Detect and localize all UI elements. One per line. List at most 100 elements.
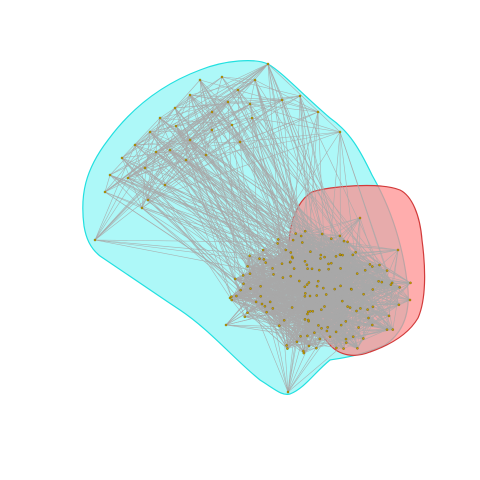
graph-node xyxy=(397,303,401,307)
graph-node xyxy=(387,314,391,318)
graph-node xyxy=(272,273,275,276)
graph-edge xyxy=(229,266,373,299)
graph-edge xyxy=(343,240,411,284)
graph-edge xyxy=(231,124,303,243)
graph-edge xyxy=(320,217,361,259)
graph-node xyxy=(304,292,307,295)
graph-edge xyxy=(261,268,329,305)
graph-node xyxy=(320,308,323,311)
graph-edge xyxy=(286,217,361,346)
graph-node xyxy=(385,328,389,331)
graph-node xyxy=(271,267,274,270)
graph-edge xyxy=(109,131,151,176)
graph-edge xyxy=(363,281,379,295)
graph-edge xyxy=(310,311,337,333)
graph-edge xyxy=(350,288,394,330)
graph-edge xyxy=(266,299,411,313)
graph-node xyxy=(271,307,275,310)
graph-node xyxy=(140,206,144,210)
graph-edge xyxy=(104,95,301,193)
graph-edge xyxy=(287,332,315,393)
graph-edge xyxy=(94,239,293,259)
graph-node xyxy=(289,260,292,264)
graph-node xyxy=(325,329,329,333)
graph-edge xyxy=(289,217,361,263)
graph-node xyxy=(319,253,323,257)
graph-node xyxy=(341,253,344,257)
graph-node xyxy=(220,75,224,79)
graph-edge xyxy=(147,99,283,201)
graph-edge xyxy=(303,254,354,352)
graph-node xyxy=(318,268,321,272)
graph-node xyxy=(339,284,342,288)
graph-edge xyxy=(386,270,411,284)
graph-edge xyxy=(155,151,266,263)
graph-edge xyxy=(249,79,256,105)
graph-edge xyxy=(300,111,319,237)
graph-edge xyxy=(225,324,315,333)
graph-edge xyxy=(314,332,344,349)
graph-node xyxy=(163,183,167,187)
graph-node xyxy=(168,148,172,152)
graph-node xyxy=(299,234,303,238)
graph-node xyxy=(266,62,270,66)
graph-node xyxy=(309,250,312,253)
graph-edge xyxy=(121,157,323,235)
graph-edge xyxy=(277,243,289,393)
graph-edge xyxy=(287,264,380,393)
graph-node xyxy=(338,130,342,134)
graph-edge xyxy=(155,151,166,186)
graph-node xyxy=(254,300,258,304)
graph-edge xyxy=(235,275,244,280)
graph-edge xyxy=(289,262,293,308)
graph-edge xyxy=(231,285,318,297)
graph-node xyxy=(303,229,307,233)
graph-edge xyxy=(189,94,207,156)
graph-edge xyxy=(174,95,301,109)
graph-edge xyxy=(231,268,329,297)
graph-node xyxy=(120,156,124,160)
graph-node xyxy=(280,262,284,265)
graph-node xyxy=(250,116,254,120)
graph-node xyxy=(371,288,375,291)
graph-node xyxy=(306,334,309,338)
graph-edge xyxy=(109,174,143,209)
graph-edge xyxy=(286,338,364,346)
graph-edge xyxy=(281,99,296,234)
graph-node xyxy=(318,337,322,341)
graph-node xyxy=(154,150,158,154)
graph-node xyxy=(327,262,330,266)
graph-edge xyxy=(363,293,390,317)
graph-node xyxy=(306,310,310,314)
graph-edge xyxy=(293,217,361,241)
graph-edge xyxy=(175,125,251,289)
graph-edge xyxy=(278,217,361,240)
graph-node xyxy=(236,88,240,92)
graph-edge xyxy=(229,268,341,299)
graph-node xyxy=(346,240,349,244)
graph-node xyxy=(339,323,343,327)
graph-edge xyxy=(306,264,411,301)
graph-node xyxy=(126,176,130,180)
graph-edge xyxy=(277,239,308,285)
graph-node xyxy=(341,299,344,303)
graph-node xyxy=(253,78,257,82)
graph-edge xyxy=(225,324,388,330)
graph-node xyxy=(226,100,230,104)
graph-edge xyxy=(250,235,302,289)
graph-edge xyxy=(399,287,411,301)
graph-edge xyxy=(205,154,302,237)
graph-node xyxy=(243,315,247,319)
graph-edge xyxy=(291,240,294,257)
graph-edge xyxy=(303,293,306,354)
graph-edge xyxy=(229,249,286,299)
graph-edge xyxy=(254,79,319,113)
graph-edge xyxy=(211,76,223,113)
graph-node xyxy=(377,280,380,283)
graph-node xyxy=(371,305,375,309)
graph-edge xyxy=(231,299,298,343)
graph-edge xyxy=(301,235,399,251)
graph-node xyxy=(310,267,314,271)
graph-node xyxy=(246,311,249,315)
graph-node xyxy=(320,327,323,330)
